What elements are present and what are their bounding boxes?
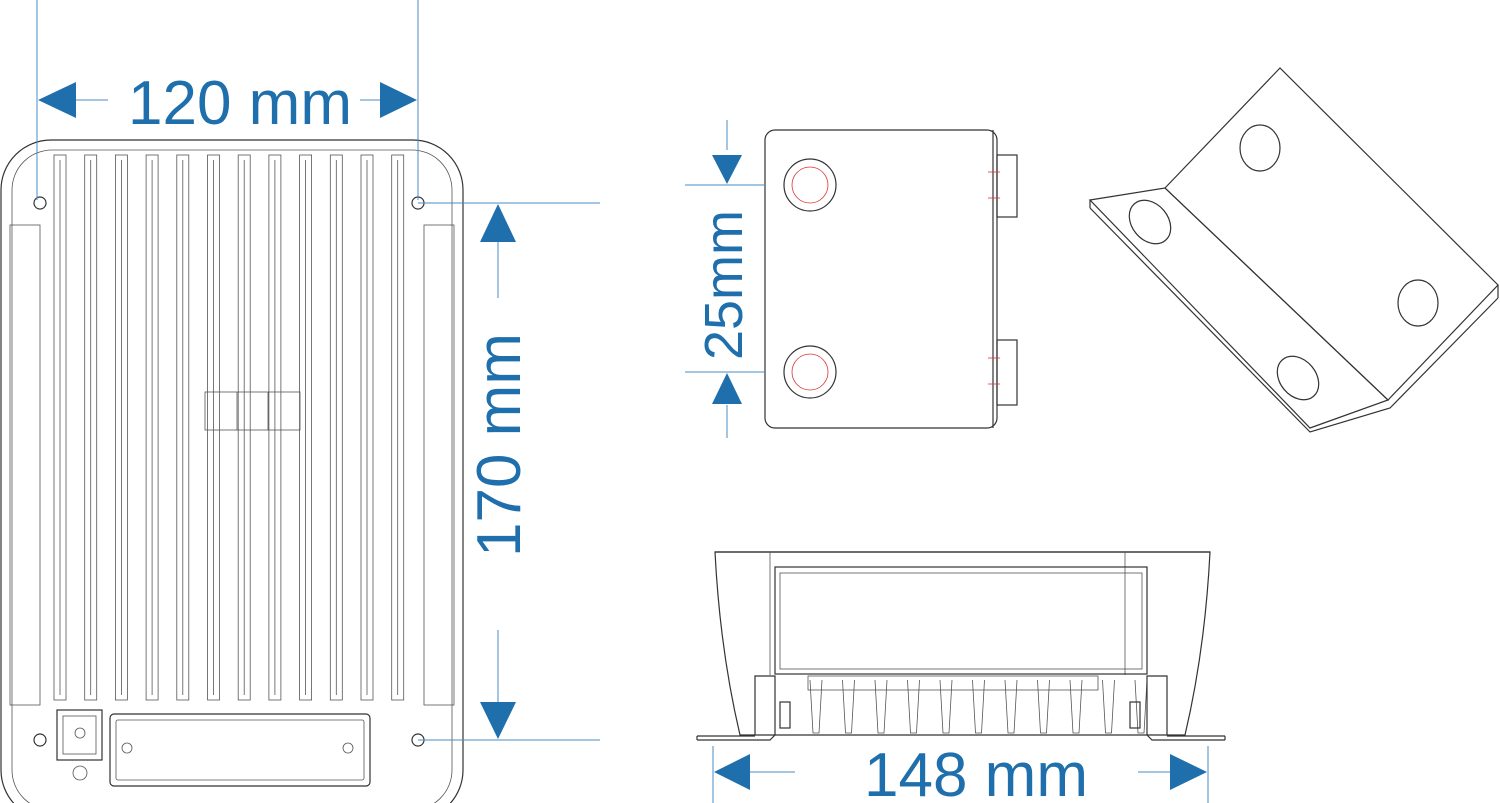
heatsink-fins [53,154,405,701]
width-label: 120 mm [128,69,352,138]
side-fin [1004,679,1018,734]
depth-label: 148 mm [864,741,1088,803]
side-fin [1102,679,1115,734]
hole-spacing-label: 25mm [694,210,754,360]
width-dimension: 120 mm [36,0,419,200]
ground-icon [72,765,88,781]
label-plate [109,713,371,787]
side-fin [907,679,920,734]
fin [360,154,374,701]
fin [84,154,98,701]
side-fin [1069,679,1083,734]
fin [237,154,251,701]
side-fin [809,679,823,734]
side-view [696,551,1226,741]
fin [329,154,343,701]
height-label: 170 mm [465,333,534,557]
hole-spacing-dimension: 25mm [685,120,765,438]
mount-hole [33,196,47,210]
side-fin [939,679,953,734]
height-dimension: 170 mm [418,202,600,741]
fin [207,154,220,701]
side-fin [972,679,985,734]
fin [391,154,405,701]
front-view [0,139,464,803]
fin [115,154,128,701]
bracket-isometric-view [1088,67,1499,433]
mount-hole [33,733,47,747]
fin [53,154,67,701]
fin [176,154,190,701]
fin [268,154,282,701]
side-fin [1037,679,1050,734]
fin [145,154,159,701]
terminal-cover [56,709,103,761]
depth-dimension: 148 mm [712,741,1209,803]
side-fin [1134,679,1148,734]
side-fin [842,679,855,734]
bracket-side-view [764,129,1018,429]
side-fin [874,679,888,734]
side-fins [809,679,1148,734]
